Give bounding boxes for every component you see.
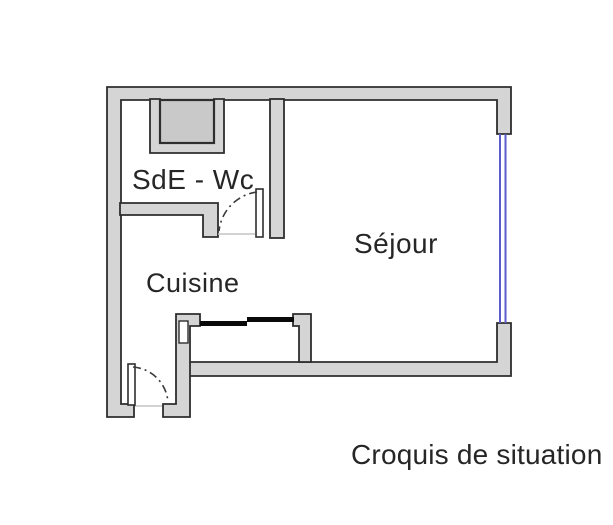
wc-door-leaf bbox=[255, 188, 264, 238]
entrance-door-leaf bbox=[127, 363, 136, 406]
room-label-living: Séjour bbox=[354, 228, 438, 259]
room-label-bathroom: SdE - Wc bbox=[132, 164, 255, 195]
room-label-kitchen: Cuisine bbox=[146, 268, 240, 298]
window bbox=[499, 134, 507, 323]
wall-bathroom-bottom bbox=[119, 202, 219, 238]
counter-right-jamb bbox=[292, 313, 312, 363]
shower-tray bbox=[158, 98, 216, 145]
wall-partition-living bbox=[269, 98, 285, 239]
wc-door-swing-arc bbox=[218, 191, 258, 232]
sliding-panel-right bbox=[247, 317, 294, 322]
wall-bottom-right bbox=[187, 322, 512, 377]
entrance-door-swing-arc bbox=[132, 366, 169, 403]
outer-wall-main bbox=[106, 86, 512, 418]
wall-kitchen-vestibule bbox=[162, 313, 201, 418]
sliding-panel-left bbox=[200, 321, 247, 326]
wall-niche bbox=[178, 320, 189, 344]
plan-caption: Croquis de situation bbox=[351, 439, 603, 470]
